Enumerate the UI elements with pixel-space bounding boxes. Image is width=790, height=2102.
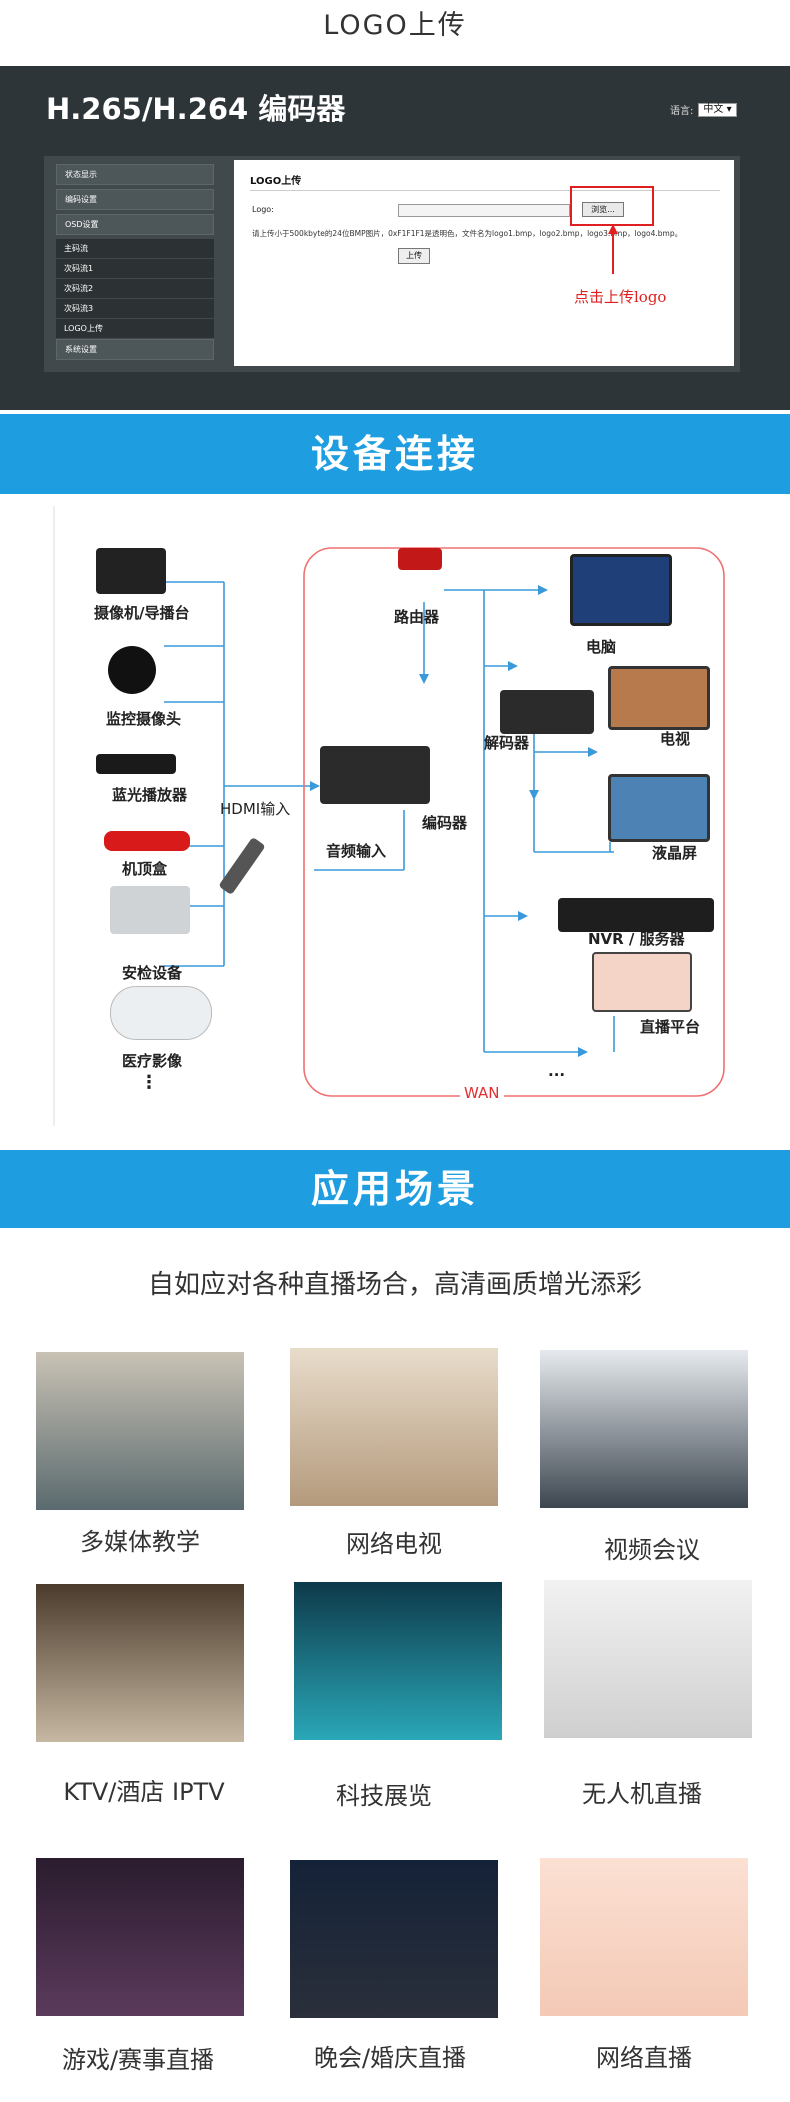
- label-camcorder: 摄像机/导播台: [94, 604, 190, 622]
- app-title: H.265/H.264 编码器: [46, 92, 346, 126]
- label-hdmi-input: HDMI输入: [220, 800, 291, 818]
- chevron-down-icon: ▾: [726, 103, 732, 115]
- sidebar-item-main-stream[interactable]: 主码流: [56, 239, 214, 258]
- lcd-screen-icon: [608, 774, 710, 842]
- scene-image-drone: [544, 1580, 752, 1738]
- label-decoder: 解码器: [484, 734, 530, 752]
- sidebar-item-system[interactable]: 系统设置: [56, 339, 214, 360]
- click-annotation: 点击上传logo: [574, 288, 667, 306]
- camcorder-icon: [96, 548, 166, 594]
- label-encoder: 编码器: [422, 814, 468, 832]
- set-top-box-icon: [104, 831, 190, 851]
- label-pc: 电脑: [586, 638, 617, 656]
- scene-caption-gala-wedding: 晚会/婚庆直播: [313, 2044, 467, 2072]
- scene-image-hotel: [36, 1584, 244, 1742]
- scene-image-streamer: [540, 1858, 748, 2016]
- label-set-top-box: 机顶盒: [122, 860, 168, 878]
- logo-file-input[interactable]: [398, 204, 570, 217]
- logo-upload-panel: LOGO上传 Logo: 浏览... 请上传小于500kbyte的24位BMP图…: [234, 160, 734, 366]
- panel-heading: LOGO上传: [250, 176, 302, 187]
- sidebar-item-encode[interactable]: 编码设置: [56, 189, 214, 210]
- section-title-connect: 设备连接: [0, 414, 790, 494]
- label-wan: WAN: [460, 1084, 504, 1102]
- diagram-lines: [53, 506, 725, 1126]
- sidebar-item-sub-stream-1[interactable]: 次码流1: [56, 259, 214, 278]
- section-title-scenes: 应用场景: [0, 1150, 790, 1228]
- label-lcd: 液晶屏: [652, 844, 698, 862]
- scene-caption-ktv-hotel: KTV/酒店 IPTV: [63, 1778, 225, 1806]
- label-bluray: 蓝光播放器: [112, 786, 188, 804]
- computer-icon: [570, 554, 672, 626]
- router-icon: [398, 548, 442, 570]
- scene-caption-tech-expo: 科技展览: [336, 1782, 432, 1810]
- language-label: 语言:: [670, 106, 694, 117]
- sidebar: 状态显示 编码设置 OSD设置 主码流 次码流1 次码流2 次码流3 LOGO上…: [56, 164, 214, 364]
- encoder-web-ui: H.265/H.264 编码器 语言: 中文 ▾ 状态显示 编码设置 OSD设置…: [0, 66, 790, 410]
- language-value: 中文: [703, 103, 724, 115]
- arrow-up-icon: [608, 224, 618, 274]
- scene-image-conference: [540, 1350, 748, 1508]
- label-more: ...: [548, 1062, 566, 1080]
- scene-caption-drone-live: 无人机直播: [582, 1780, 702, 1808]
- sidebar-item-sub-stream-3[interactable]: 次码流3: [56, 299, 214, 318]
- scene-image-gaming: [36, 1858, 244, 2016]
- highlight-box: [570, 186, 654, 226]
- scene-caption-teaching: 多媒体教学: [80, 1528, 200, 1556]
- encoder-device-icon: [320, 746, 430, 804]
- sidebar-item-sub-stream-2[interactable]: 次码流2: [56, 279, 214, 298]
- medical-scanner-icon: [110, 986, 212, 1040]
- language-select[interactable]: 中文 ▾: [698, 102, 737, 117]
- scene-caption-video-conference: 视频会议: [604, 1536, 700, 1564]
- browse-button[interactable]: 浏览...: [582, 202, 624, 217]
- label-medical: 医疗影像: [122, 1052, 183, 1070]
- divider: [250, 190, 720, 191]
- scene-caption-web-live: 网络直播: [596, 2044, 692, 2072]
- label-nvr: NVR / 服务器: [588, 930, 685, 948]
- sidebar-item-status[interactable]: 状态显示: [56, 164, 214, 185]
- upload-button[interactable]: 上传: [398, 248, 430, 264]
- label-router: 路由器: [394, 608, 440, 626]
- language-selector: 语言: 中文 ▾: [670, 102, 737, 117]
- connection-diagram: 摄像机/导播台 监控摄像头 蓝光播放器 HDMI输入 机顶盒 安检设备 医疗影像…: [14, 506, 776, 1126]
- scene-image-gala: [290, 1860, 498, 2018]
- logo-field-label: Logo:: [252, 205, 274, 214]
- scene-image-living-room: [290, 1348, 498, 1506]
- label-vertical-ellipsis: ⋮: [140, 1072, 158, 1093]
- label-live-platform: 直播平台: [640, 1018, 701, 1036]
- label-tv: 电视: [660, 730, 691, 748]
- live-platform-icon: [592, 952, 692, 1012]
- security-scanner-icon: [110, 886, 190, 934]
- surveillance-camera-icon: [108, 646, 156, 694]
- nvr-server-icon: [558, 898, 714, 932]
- scene-caption-network-tv: 网络电视: [346, 1530, 442, 1558]
- app-body: 状态显示 编码设置 OSD设置 主码流 次码流1 次码流2 次码流3 LOGO上…: [44, 156, 740, 372]
- tv-icon: [608, 666, 710, 730]
- scene-image-exhibition: [294, 1582, 502, 1740]
- sidebar-item-logo-upload[interactable]: LOGO上传: [56, 319, 214, 338]
- label-security: 安检设备: [122, 964, 183, 982]
- page-title: LOGO上传: [323, 10, 467, 41]
- scene-image-classroom: [36, 1352, 244, 1510]
- bluray-player-icon: [96, 754, 176, 774]
- scene-caption-gaming-live: 游戏/赛事直播: [61, 2046, 215, 2074]
- label-surveillance: 监控摄像头: [106, 710, 182, 728]
- upload-hint: 请上传小于500kbyte的24位BMP图片，0xF1F1F1是透明色，文件名为…: [252, 229, 683, 238]
- decoder-device-icon: [500, 690, 594, 734]
- label-audio-input: 音频输入: [326, 842, 387, 860]
- sidebar-item-osd[interactable]: OSD设置: [56, 214, 214, 235]
- scenes-subtitle: 自如应对各种直播场合，高清画质增光添彩: [147, 1270, 642, 1300]
